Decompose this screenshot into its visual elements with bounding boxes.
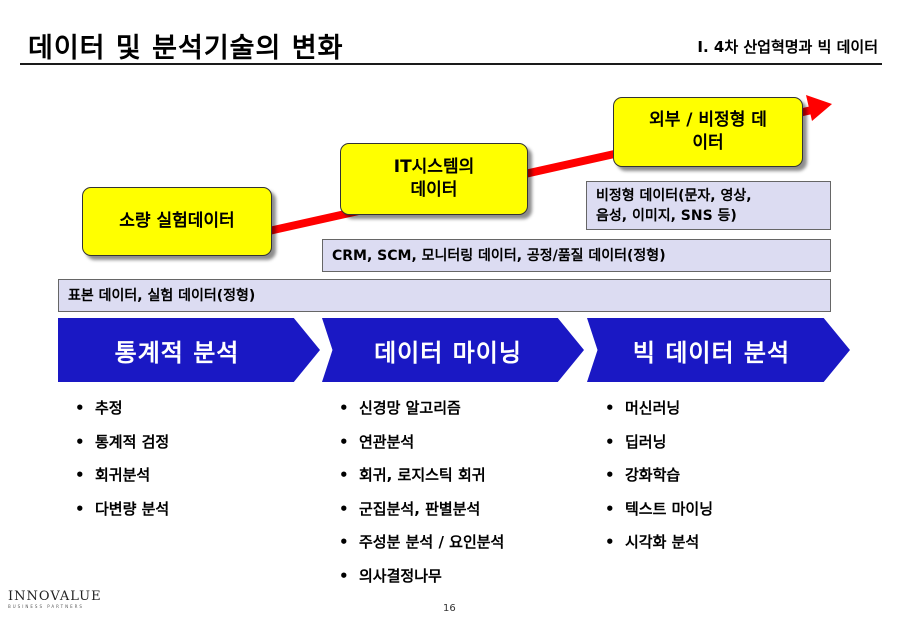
- band-sample-experimental-data: 표본 데이터, 실험 데이터(정형): [58, 279, 831, 312]
- chevron-label: 통계적 분석: [114, 338, 240, 367]
- bullet-icon: •: [75, 466, 85, 484]
- bullet-icon: •: [75, 499, 85, 518]
- bullet-icon: •: [339, 466, 349, 484]
- band-label: CRM, SCM, 모니터링 데이터, 공정/품질 데이터(정형): [332, 247, 666, 264]
- bullet-icon: •: [605, 533, 615, 551]
- stage-label-line: 외부 / 비정형 데: [649, 110, 767, 130]
- list-item: •시각화 분석: [605, 530, 713, 564]
- chevron-label: 데이터 마이닝: [374, 338, 522, 367]
- chevron-statistical-analysis: 통계적 분석: [58, 318, 320, 382]
- data-stage-external-unstructured: 외부 / 비정형 데 이터: [613, 97, 803, 167]
- bullet-icon: •: [605, 432, 615, 451]
- bullet-icon: •: [605, 466, 615, 484]
- list-item: •회귀분석: [75, 463, 169, 497]
- data-stage-small-experimental: 소량 실험데이터: [82, 187, 272, 256]
- bullet-icon: •: [339, 566, 349, 585]
- list-item: •연관분석: [339, 430, 504, 464]
- list-item: •의사결정나무: [339, 564, 504, 598]
- band-label-line: 음성, 이미지, SNS 등): [596, 207, 737, 224]
- band-label-line: 비정형 데이터(문자, 영상,: [596, 187, 752, 204]
- bullet-icon: •: [339, 432, 349, 451]
- bullet-icon: •: [605, 499, 615, 518]
- chevron-label: 빅 데이터 분석: [632, 338, 791, 367]
- stage-label-line: 이터: [692, 133, 724, 153]
- bullet-icon: •: [339, 533, 349, 551]
- logo-name: INNOVALUE: [8, 589, 102, 604]
- chevron-data-mining: 데이터 마이닝: [322, 318, 584, 382]
- page-number: 16: [443, 603, 456, 614]
- list-item: •텍스트 마이닝: [605, 497, 713, 531]
- technique-list-data-mining: •신경망 알고리즘 •연관분석 •회귀, 로지스틱 회귀 •군집분석, 판별분석…: [339, 396, 504, 597]
- header-divider: [20, 63, 882, 65]
- list-item: •강화학습: [605, 463, 713, 497]
- list-item: •머신러닝: [605, 396, 713, 430]
- list-item: •회귀, 로지스틱 회귀: [339, 463, 504, 497]
- band-label: 표본 데이터, 실험 데이터(정형): [68, 287, 256, 304]
- band-it-structured-data: CRM, SCM, 모니터링 데이터, 공정/품질 데이터(정형): [322, 239, 831, 272]
- slide-title: 데이터 및 분석기술의 변화: [28, 33, 344, 64]
- section-label: I. 4차 산업혁명과 빅 데이터: [697, 38, 878, 56]
- list-item: •딥러닝: [605, 430, 713, 464]
- data-stage-it-system: IT시스템의 데이터: [340, 143, 528, 215]
- list-item: •다변량 분석: [75, 497, 169, 531]
- band-unstructured-data: 비정형 데이터(문자, 영상, 음성, 이미지, SNS 등): [586, 181, 831, 230]
- list-item: •신경망 알고리즘: [339, 396, 504, 430]
- stage-label-line: 데이터: [410, 180, 458, 200]
- stage-label-line: 소량 실험데이터: [119, 211, 235, 231]
- list-item: •군집분석, 판별분석: [339, 497, 504, 531]
- bullet-icon: •: [75, 432, 85, 451]
- bullet-icon: •: [339, 499, 349, 518]
- technique-list-big-data: •머신러닝 •딥러닝 •강화학습 •텍스트 마이닝 •시각화 분석: [605, 396, 713, 564]
- logo-tagline: BUSINESS PARTNERS: [8, 604, 84, 609]
- technique-list-statistical: •추정 •통계적 검정 •회귀분석 •다변량 분석: [75, 396, 169, 530]
- list-item: •통계적 검정: [75, 430, 169, 464]
- bullet-icon: •: [605, 399, 615, 417]
- stage-label-line: IT시스템의: [393, 157, 475, 177]
- bullet-icon: •: [75, 399, 85, 417]
- company-logo: INNOVALUE BUSINESS PARTNERS: [8, 589, 102, 609]
- bullet-icon: •: [339, 399, 349, 417]
- list-item: •주성분 분석 / 요인분석: [339, 530, 504, 564]
- list-item: •추정: [75, 396, 169, 430]
- chevron-big-data-analysis: 빅 데이터 분석: [587, 318, 850, 382]
